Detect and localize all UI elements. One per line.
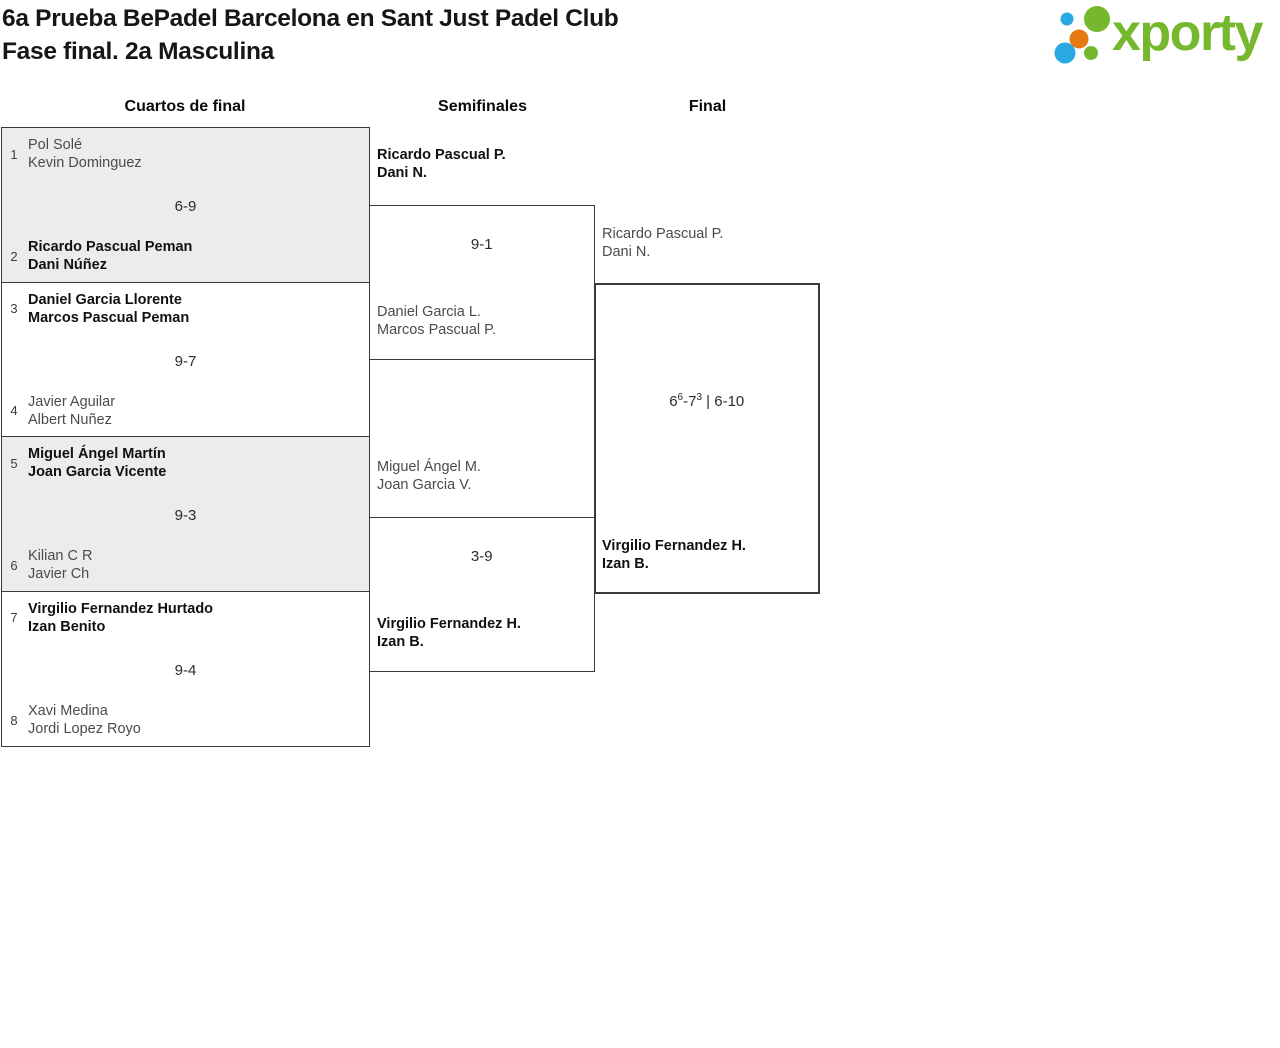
- player-name: Dani Núñez: [28, 257, 107, 273]
- team-pair: Ricardo Pascual Peman Dani Núñez: [28, 238, 192, 274]
- player-name: Virgilio Fernandez H.: [377, 616, 521, 632]
- match-score: 9-3: [174, 507, 197, 524]
- player-name: Kevin Dominguez: [28, 155, 142, 171]
- finalist-team-pair: Ricardo Pascual P. Dani N.: [602, 225, 723, 261]
- final-box[interactable]: [593, 283, 820, 594]
- player-name: Marcos Pascual Peman: [28, 309, 190, 326]
- match-score: 6-9: [174, 198, 197, 215]
- team-pair: Virgilio Fernandez Hurtado Izan Benito: [28, 600, 213, 636]
- match-score: 9-4: [174, 661, 197, 679]
- match-score: 3-9: [470, 548, 493, 565]
- seed-number: 2: [10, 248, 18, 264]
- round-header-semifinals: Semifinales: [438, 98, 527, 115]
- page-title: 6a Prueba BePadel Barcelona en Sant Just…: [2, 2, 619, 68]
- tiebreak-score: 3: [696, 392, 703, 403]
- player-name: Pol Solé: [28, 137, 83, 153]
- player-name: Izan B.: [377, 634, 424, 650]
- team-pair: Ricardo Pascual P. Dani N.: [377, 146, 506, 182]
- player-name: Javier Ch: [28, 566, 90, 582]
- player-name: Dani N.: [377, 165, 427, 181]
- champion-team-pair: Virgilio Fernandez H. Izan B.: [602, 537, 746, 573]
- player-name: Ricardo Pascual P.: [377, 147, 506, 163]
- player-name: Izan B.: [602, 556, 649, 572]
- quarterfinal-1-box[interactable]: 1 Pol Solé Kevin Dominguez 6-9 2 Ricardo…: [1, 127, 370, 283]
- xporty-logo[interactable]: xporty: [1048, 2, 1263, 72]
- team-pair: Daniel Garcia Llorente Marcos Pascual Pe…: [28, 291, 189, 327]
- player-name: Virgilio Fernandez H.: [602, 538, 746, 554]
- player-name: Miguel Ángel Martín: [28, 446, 166, 462]
- quarterfinal-2-box[interactable]: 3 Daniel Garcia Llorente Marcos Pascual …: [1, 281, 370, 438]
- logo-dots-icon: [1054, 6, 1110, 64]
- seed-number: 8: [10, 712, 18, 728]
- player-name: Albert Nuñez: [28, 411, 112, 428]
- player-name: Marcos Pascual P.: [377, 322, 497, 338]
- seed-number: 5: [10, 455, 18, 471]
- team-pair: Pol Solé Kevin Dominguez: [28, 136, 142, 172]
- tiebreak-score: 6: [677, 392, 684, 403]
- seed-number: 7: [10, 610, 18, 625]
- round-header-quarterfinals: Cuartos de final: [124, 98, 246, 115]
- phase-subtitle: Fase final. 2a Masculina: [2, 38, 274, 65]
- match-score: 9-1: [470, 236, 493, 253]
- player-name: Ricardo Pascual P.: [602, 226, 724, 242]
- quarterfinal-3-box[interactable]: 5 Miguel Ángel Martín Joan Garcia Vicent…: [1, 436, 370, 592]
- player-name: Jordi Lopez Royo: [28, 721, 141, 737]
- team-pair: Miguel Ángel M. Joan Garcia V.: [377, 458, 481, 494]
- quarterfinal-4-box[interactable]: 7 Virgilio Fernandez Hurtado Izan Benito…: [1, 590, 370, 747]
- player-name: Dani N.: [602, 244, 651, 260]
- player-name: Joan Garcia Vicente: [28, 464, 167, 480]
- player-name: Izan Benito: [28, 618, 106, 635]
- team-pair: Kilian C R Javier Ch: [28, 547, 92, 583]
- team-pair: Virgilio Fernandez H. Izan B.: [377, 615, 521, 651]
- player-name: Javier Aguilar: [28, 393, 116, 410]
- seed-number: 3: [10, 301, 18, 316]
- player-name: Miguel Ángel M.: [377, 459, 481, 475]
- final-score: 66-73 | 6-10: [669, 392, 745, 411]
- player-name: Daniel Garcia L.: [377, 304, 481, 320]
- player-name: Virgilio Fernandez Hurtado: [28, 600, 214, 617]
- round-header-final: Final: [688, 98, 727, 115]
- seed-number: 1: [10, 146, 18, 162]
- player-name: Daniel Garcia Llorente: [28, 291, 182, 308]
- team-pair: Miguel Ángel Martín Joan Garcia Vicente: [28, 445, 166, 481]
- match-score: 9-7: [174, 352, 197, 370]
- team-pair: Javier Aguilar Albert Nuñez: [28, 393, 115, 429]
- semifinal-1-box[interactable]: [368, 205, 595, 360]
- player-name: Joan Garcia V.: [377, 477, 472, 493]
- team-pair: Daniel Garcia L. Marcos Pascual P.: [377, 303, 496, 339]
- seed-number: 4: [10, 403, 18, 418]
- player-name: Kilian C R: [28, 548, 93, 564]
- player-name: Ricardo Pascual Peman: [28, 239, 193, 255]
- logo-wordmark: xporty: [1112, 4, 1263, 62]
- player-name: Xavi Medina: [28, 703, 108, 719]
- tournament-title: 6a Prueba BePadel Barcelona en Sant Just…: [2, 5, 619, 32]
- team-pair: Xavi Medina Jordi Lopez Royo: [28, 702, 141, 738]
- seed-number: 6: [10, 557, 18, 573]
- semifinal-2-box[interactable]: [368, 517, 595, 672]
